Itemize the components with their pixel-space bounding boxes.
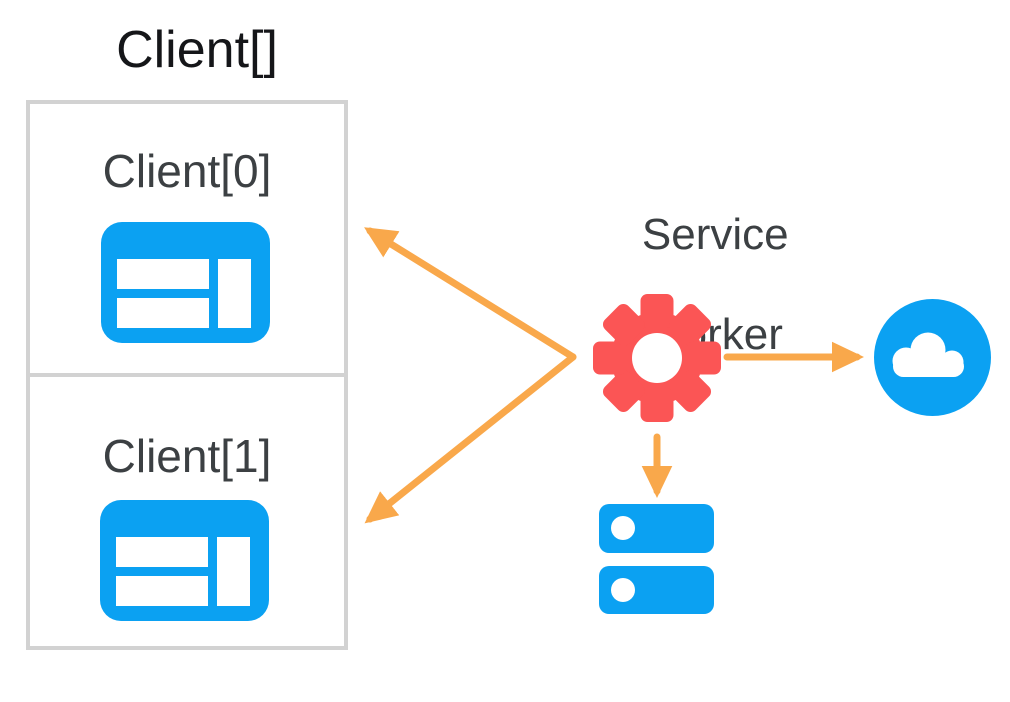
diagram-title: Client[]	[116, 21, 278, 79]
database-indicator-dot	[611, 578, 635, 602]
browser-window-icon	[100, 500, 269, 621]
browser-pane-top	[116, 537, 208, 567]
cloud-icon	[874, 299, 991, 416]
database-disk-top	[599, 504, 714, 553]
browser-pane-side	[217, 537, 250, 606]
database-icon	[599, 504, 714, 614]
browser-pane-top	[117, 259, 209, 289]
browser-pane-bottom	[117, 298, 209, 328]
service-worker-label-line1: Service	[641, 210, 789, 259]
database-disk-bottom	[599, 566, 714, 614]
gear-icon	[593, 294, 721, 422]
client1-label: Client[1]	[102, 430, 272, 482]
arrow-service-worker-to-client1	[364, 353, 577, 524]
arrow-service-worker-to-client0	[364, 227, 577, 361]
client0-label: Client[0]	[102, 145, 272, 197]
browser-pane-bottom	[116, 576, 208, 606]
database-indicator-dot	[611, 516, 635, 540]
browser-pane-side	[218, 259, 251, 328]
browser-window-icon	[101, 222, 270, 343]
